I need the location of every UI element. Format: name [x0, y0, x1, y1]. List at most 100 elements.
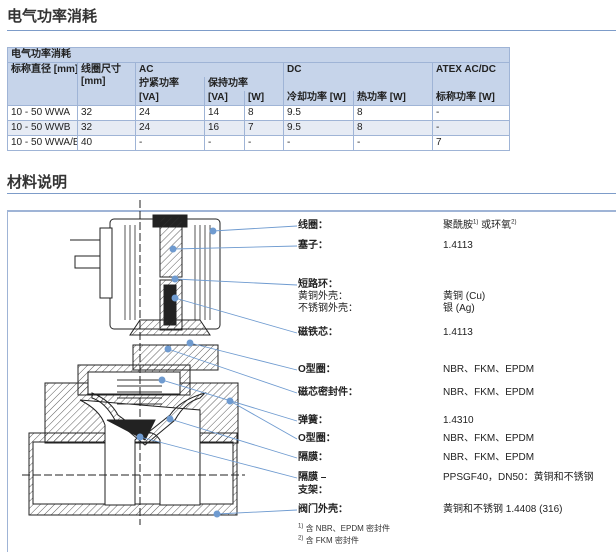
- material-value: 1.4113: [443, 327, 473, 339]
- material-value: PPSGF40，DN50：黄铜和不锈钢: [443, 472, 594, 484]
- callout-line: [189, 342, 298, 371]
- material-sublabel: 不锈钢外壳：: [298, 303, 358, 314]
- callout-line: [174, 278, 298, 286]
- material-value-text: 黄铜和不锈钢 1.4408 (316): [443, 504, 563, 515]
- callout-dot: [171, 275, 179, 283]
- material-value-text: NBR、FKM、EPDM: [443, 387, 535, 398]
- col-hot: 热功率 [W]: [353, 91, 433, 106]
- material-value-text: PPSGF40，DN50：黄铜和不锈钢: [443, 472, 594, 483]
- col-dc: DC: [283, 62, 433, 91]
- callout-dot: [209, 227, 217, 235]
- callout-dot: [164, 345, 172, 353]
- footnote: 2) 含 FKM 密封件: [298, 535, 359, 546]
- material-value: 1.4310: [443, 415, 474, 427]
- material-value: 银 (Ag): [443, 303, 475, 314]
- material-value: 黄铜和不锈钢 1.4408 (316): [443, 504, 563, 516]
- material-value: 1.4113: [443, 240, 473, 252]
- coil-unit: [mm]: [81, 76, 106, 87]
- material-label: 支架：: [298, 485, 328, 496]
- materials-panel: [7, 210, 616, 552]
- table-cell: 10 - 50 WWB: [7, 120, 78, 136]
- col-rated: 标称功率 [W]: [432, 91, 510, 106]
- unit-va: [VA]: [204, 91, 245, 106]
- table-cell: 7: [244, 120, 284, 136]
- callout-dot: [166, 415, 174, 423]
- col-hold: 保持功率: [204, 77, 284, 91]
- footnote-mark: 1): [473, 219, 479, 226]
- material-value: 聚酰胺1) 或环氧2): [443, 220, 516, 232]
- valve-body: [22, 200, 245, 525]
- callout-line: [169, 418, 298, 459]
- coil-label: 线圈尺寸: [81, 64, 121, 75]
- material-label: 阀门外壳：: [298, 504, 348, 515]
- material-value: NBR、FKM、EPDM: [443, 387, 534, 399]
- material-value: NBR、FKM、EPDM: [443, 364, 534, 376]
- material-value: 黄铜 (Cu): [443, 291, 486, 302]
- callout-dot: [136, 433, 144, 441]
- col-inrush: 拧紧功率: [135, 77, 205, 91]
- material-value-text: 1.4113: [443, 327, 473, 338]
- callout-line: [139, 436, 298, 479]
- table-cell: -: [244, 135, 284, 151]
- col-atex: ATEX AC/DC: [432, 62, 510, 91]
- material-label: 磁铁芯：: [298, 327, 338, 338]
- material-label: 塞子：: [298, 240, 328, 251]
- material-label: 磁芯密封件：: [298, 387, 358, 398]
- table-cell: 40: [77, 135, 136, 151]
- divider: [7, 30, 616, 31]
- callout-dot: [213, 510, 221, 518]
- power-heading: 电气功率消耗: [7, 8, 98, 25]
- material-label: 线圈：: [298, 220, 328, 231]
- callout-line: [172, 245, 298, 250]
- footnote-mark: 1): [298, 523, 304, 530]
- material-value: NBR、FKM、EPDM: [443, 452, 534, 464]
- footnote-text: 含 NBR、EPDM 密封件: [303, 524, 391, 533]
- material-label: 短路环：: [298, 279, 338, 290]
- unit-w: [W]: [244, 91, 284, 106]
- divider: [7, 193, 616, 194]
- materials-heading: 材料说明: [7, 174, 68, 191]
- callout-dot: [186, 339, 194, 347]
- material-label: 隔膜：: [298, 452, 328, 463]
- callout-dot: [226, 397, 234, 405]
- material-value-text: NBR、FKM、EPDM: [443, 433, 535, 444]
- material-value-text: NBR、FKM、EPDM: [443, 452, 535, 463]
- callout-dot: [171, 294, 179, 302]
- col-ac: AC: [135, 62, 284, 77]
- table-cell: 7: [432, 135, 510, 151]
- table-cell: -: [283, 135, 354, 151]
- material-value-text: 聚酰胺: [443, 220, 473, 231]
- material-value-text: 1.4113: [443, 240, 473, 251]
- unit-va: [VA]: [135, 91, 205, 106]
- material-label: 弹簧：: [298, 415, 328, 426]
- table-title: 电气功率消耗: [7, 47, 510, 63]
- col-coil: 线圈尺寸[mm]: [77, 62, 136, 106]
- col-nominal: 标称直径 [mm]: [7, 62, 78, 106]
- footnote-mark: 2): [511, 219, 517, 226]
- callout-line: [229, 400, 298, 440]
- material-value-text: NBR、FKM、EPDM: [443, 364, 535, 375]
- callout-line: [216, 509, 298, 515]
- footnote-text: 含 FKM 密封件: [303, 536, 359, 545]
- material-value-text: 1.4310: [443, 415, 474, 426]
- material-label: O型圈：: [298, 433, 336, 444]
- material-value-text: 或环氧: [478, 220, 512, 231]
- table-cell: -: [432, 120, 510, 136]
- callout-line: [174, 297, 298, 334]
- material-value: NBR、FKM、EPDM: [443, 433, 534, 445]
- footnote-mark: 2): [298, 535, 304, 542]
- callout-dot: [158, 376, 166, 384]
- power-table: 电气功率消耗 标称直径 [mm] 线圈尺寸[mm] AC DC ATEX AC/…: [7, 47, 510, 151]
- callout-line: [212, 225, 298, 232]
- material-label: O型圈：: [298, 364, 336, 375]
- callout-line: [167, 348, 298, 394]
- col-cold: 冷却功率 [W]: [283, 91, 354, 106]
- material-sublabel: 黄铜外壳：: [298, 291, 348, 302]
- callout-dot: [169, 245, 177, 253]
- table-cell: 32: [77, 120, 136, 136]
- table-cell: 24: [135, 120, 205, 136]
- footnote: 1) 含 NBR、EPDM 密封件: [298, 523, 391, 534]
